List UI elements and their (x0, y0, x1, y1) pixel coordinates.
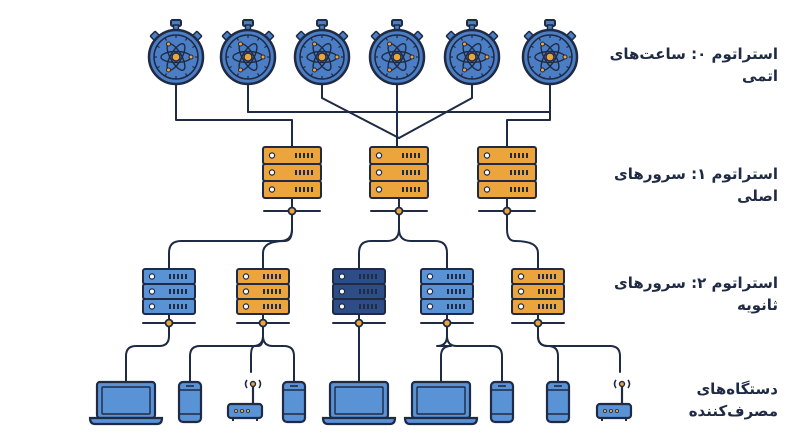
network-node (287, 206, 297, 216)
server-rack-icon (262, 146, 322, 199)
stratum-2-text-line1: استراتوم ۲: سرورهای (614, 274, 778, 292)
atomic-stopwatch-icon (368, 19, 426, 86)
server-rack-icon (332, 268, 386, 315)
connector (125, 322, 170, 383)
atomic-stopwatch-icon (521, 19, 579, 86)
server-rack-icon (236, 268, 290, 315)
connector (398, 228, 448, 270)
connector (262, 228, 293, 270)
stratum-2-label: استراتوم ۲: سرورهای ثانویه (578, 272, 778, 316)
server-rack-icon (420, 268, 474, 315)
icons (88, 19, 633, 426)
connector (398, 83, 551, 113)
connector (250, 335, 264, 373)
smartphone-icon (177, 380, 203, 424)
connection-lines (125, 83, 621, 383)
network-node (394, 206, 404, 216)
network-node (442, 318, 452, 328)
connector (537, 335, 621, 373)
atomic-stopwatch-icon (147, 19, 205, 86)
connector (436, 322, 452, 383)
clients-label: دستگاه‌های مصرف‌کننده (578, 378, 778, 422)
server-rack-icon (142, 268, 196, 315)
stratum-1-label: استراتوم ۱: سرورهای اصلی (578, 163, 778, 207)
clients-text-line2: مصرف‌کننده (688, 402, 778, 420)
connector (506, 111, 551, 148)
smartphone-icon (281, 380, 307, 424)
laptop-icon (88, 380, 164, 426)
connector (175, 83, 293, 148)
connector (168, 210, 293, 270)
stratum-0-label: استراتوم ۰: ساعت‌های اتمی (578, 43, 778, 87)
stratum-2-text-line2: ثانویه (736, 296, 778, 314)
stratum-0-text: استراتوم ۰: ساعت‌های اتمی (609, 45, 778, 85)
connector (321, 83, 400, 139)
atomic-stopwatch-icon (219, 19, 277, 86)
network-node (164, 318, 174, 328)
smartphone-icon (489, 380, 515, 424)
network-node (354, 318, 364, 328)
wifi-router-icon (226, 379, 264, 421)
connector (398, 83, 473, 139)
server-rack-icon (477, 146, 537, 199)
atomic-stopwatch-icon (443, 19, 501, 86)
clients-text-line1: دستگاه‌های (696, 380, 778, 398)
server-rack-icon (511, 268, 565, 315)
smartphone-icon (545, 380, 571, 424)
laptop-icon (403, 380, 479, 426)
connector (262, 335, 295, 383)
stratum-1-text: استراتوم ۱: سرورهای اصلی (614, 165, 778, 205)
network-node (258, 318, 268, 328)
connector (358, 210, 400, 270)
connector (446, 335, 503, 383)
network-node (533, 318, 543, 328)
network-node (502, 206, 512, 216)
server-rack-icon (369, 146, 429, 199)
laptop-icon (321, 380, 397, 426)
connector (537, 322, 559, 383)
atomic-stopwatch-icon (293, 19, 351, 86)
connector (506, 210, 539, 270)
wifi-router-icon (595, 379, 633, 421)
